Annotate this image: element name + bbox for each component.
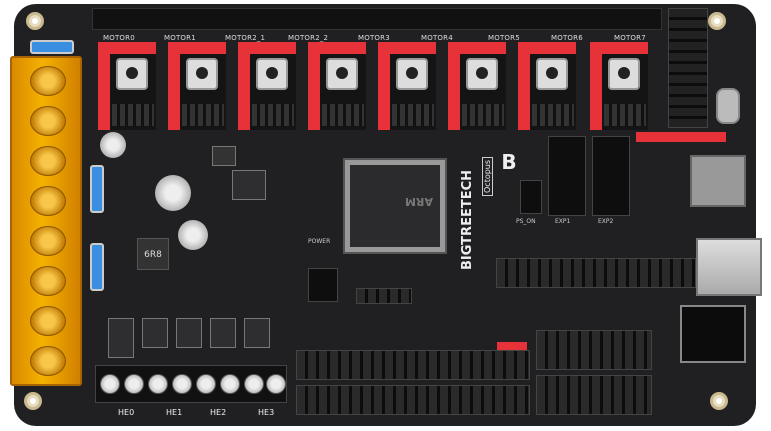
mosfet: [108, 318, 134, 358]
mosfet: [210, 318, 236, 348]
mounting-hole: [24, 392, 42, 410]
mounting-hole: [26, 12, 44, 30]
model-text: Octopus: [482, 156, 493, 196]
fuse: [90, 165, 104, 213]
mosfet: [142, 318, 168, 348]
fan-connectors: [536, 330, 652, 370]
terminal-screw: [244, 374, 264, 394]
stepper-driver: [378, 42, 436, 130]
capacitor: [155, 175, 191, 211]
terminal-screw: [220, 374, 240, 394]
red-jumper-header: [636, 132, 726, 142]
fuse: [90, 243, 104, 291]
red-jumper: [497, 342, 527, 350]
motor-label: MOTOR2_1: [225, 34, 266, 42]
terminal-screw: [30, 106, 66, 136]
terminal-screw: [196, 374, 216, 394]
motor-label: MOTOR1: [164, 34, 196, 42]
terminal-screw: [124, 374, 144, 394]
capacitor: [178, 220, 208, 250]
exp2-connector: [592, 136, 630, 216]
terminal-screw: [30, 306, 66, 336]
exp1-connector: [548, 136, 586, 216]
motor-label: MOTOR3: [358, 34, 390, 42]
motor-label: MOTOR2_2: [288, 34, 329, 42]
mounting-hole: [710, 392, 728, 410]
thermistor-connectors: [296, 385, 530, 415]
usb-c-port: [716, 88, 740, 124]
terminal-screw: [266, 374, 286, 394]
terminal-screw: [30, 186, 66, 216]
fan-connectors: [536, 375, 652, 415]
terminal-screw: [148, 374, 168, 394]
terminal-screw: [100, 374, 120, 394]
inductor: 6R8: [137, 238, 169, 270]
rj11-port: [680, 305, 746, 363]
connector: [308, 268, 338, 302]
motor-label: MOTOR7: [614, 34, 646, 42]
exp1-label: EXP1: [555, 218, 571, 225]
sd-card-slot: [690, 155, 746, 207]
ic-chip: [212, 146, 236, 166]
terminal-screw: [172, 374, 192, 394]
mcu-chip: ARM: [343, 158, 447, 254]
brand-text: BIGTREETECH: [460, 170, 475, 270]
stepper-driver: [168, 42, 226, 130]
heater-label: HE3: [258, 408, 275, 417]
power-label: POWER: [308, 238, 331, 245]
stepper-driver: [98, 42, 156, 130]
heater-label: HE1: [166, 408, 183, 417]
exp2-label: EXP2: [598, 218, 614, 225]
fuse: [30, 40, 74, 54]
stepper-driver: [448, 42, 506, 130]
mosfet: [244, 318, 270, 348]
usb-a-port: [696, 238, 762, 296]
pin-header: [356, 288, 412, 304]
ic-chip: [232, 170, 266, 200]
stepper-driver: [518, 42, 576, 130]
ps-on-label: PS_ON: [516, 218, 536, 225]
terminal-screw: [30, 146, 66, 176]
stepper-driver: [238, 42, 296, 130]
motor-label: MOTOR0: [103, 34, 135, 42]
terminal-screw: [30, 226, 66, 256]
pin-header: [496, 258, 696, 288]
power-terminal-block: [10, 56, 82, 386]
motor-label: MOTOR5: [488, 34, 520, 42]
mounting-hole: [708, 12, 726, 30]
ps-on-connector: [520, 180, 542, 214]
motor-label: MOTOR6: [551, 34, 583, 42]
chip-label: ARM: [405, 195, 433, 208]
btt-logo: B: [501, 150, 517, 174]
endstop-connectors: [296, 350, 530, 380]
capacitor: [100, 132, 126, 158]
motor-headers: [92, 8, 662, 30]
stepper-driver: [590, 42, 648, 130]
stepper-driver: [308, 42, 366, 130]
terminal-screw: [30, 266, 66, 296]
heater-label: HE2: [210, 408, 227, 417]
mosfet: [176, 318, 202, 348]
terminal-screw: [30, 66, 66, 96]
terminal-screw: [30, 346, 66, 376]
heater-label: HE0: [118, 408, 135, 417]
pin-header: [668, 8, 708, 128]
motor-label: MOTOR4: [421, 34, 453, 42]
